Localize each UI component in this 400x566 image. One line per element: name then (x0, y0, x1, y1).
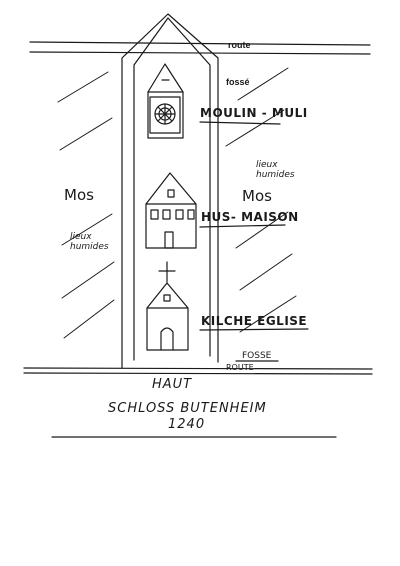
castle-year: 1240 (168, 417, 206, 432)
church-drawing (146, 261, 189, 351)
castle-enclosure (121, 13, 219, 369)
mill-drawing (147, 63, 184, 139)
label-underlines (199, 121, 309, 331)
wet-places-left-line-1: lieux (70, 232, 92, 242)
bottom-ditch-label: FOSSE (242, 351, 272, 361)
top-ditch-label: fossé (226, 77, 250, 87)
wet-places-right-line-1: lieux (256, 160, 278, 170)
top-road-label: route (228, 40, 251, 50)
wet-meadow-hatching (57, 67, 297, 339)
bottom-road-label: ROUTE (226, 363, 254, 372)
moss-label-right: Mos (242, 187, 272, 205)
haut-label: HAUT (152, 377, 193, 392)
wet-places-left-line-2: humides (70, 242, 109, 252)
wet-places-label-left: lieux humides (70, 232, 109, 252)
bottom-road (23, 360, 373, 375)
moss-label-left: Mos (64, 186, 94, 204)
house-label: HUS- MAISON (201, 210, 299, 224)
wet-places-right-line-2: humides (256, 170, 295, 180)
castle-title: SCHLOSS BUTENHEIM (108, 401, 267, 416)
church-label: KILCHE EGLISE (201, 314, 308, 328)
wet-places-label-right: lieux humides (256, 160, 295, 180)
mill-label: MOULIN - MULI (200, 106, 308, 120)
top-road (29, 41, 371, 55)
house-drawing (145, 172, 197, 249)
